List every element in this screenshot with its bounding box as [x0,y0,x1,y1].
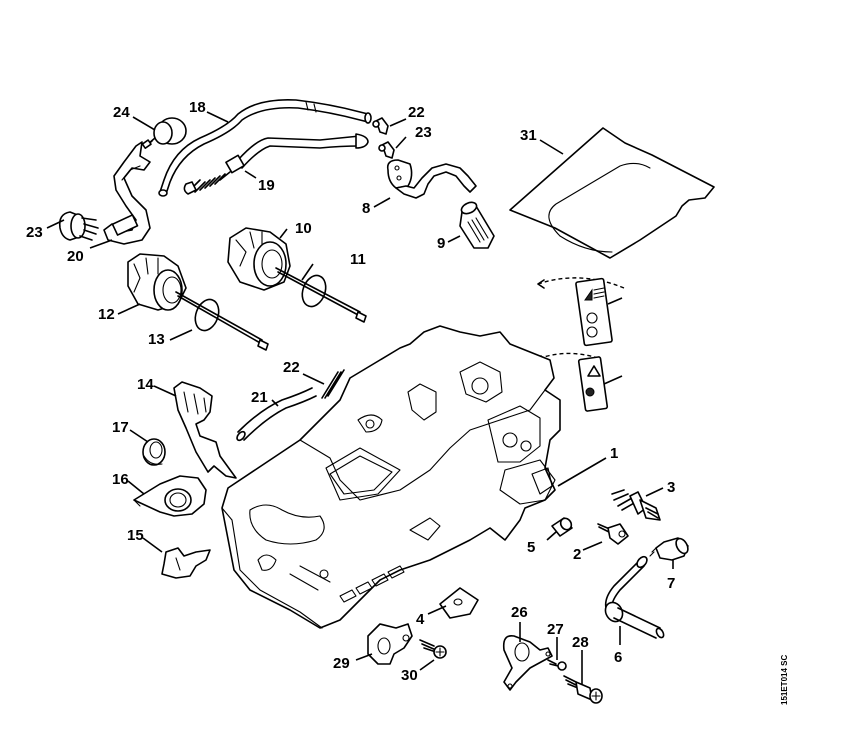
leader-decal-lower [603,375,623,385]
part-23b-elbow-connector[interactable] [378,141,395,159]
part-16-bearing-housing[interactable] [133,475,207,517]
label-1[interactable]: 1 [610,445,618,462]
label-7[interactable]: 7 [667,575,675,592]
part-13-o-ring[interactable] [191,296,223,334]
label-12[interactable]: 12 [98,306,115,323]
part-24-primer-valve[interactable] [58,211,99,241]
leader-lines [46,111,674,684]
label-20[interactable]: 20 [67,248,84,265]
part-20-hose-guide[interactable] [103,141,151,245]
label-11[interactable]: 11 [350,251,366,268]
part-4-buffer-plate[interactable] [439,587,479,619]
label-28[interactable]: 28 [572,634,589,651]
label-26[interactable]: 26 [511,604,528,621]
label-8[interactable]: 8 [362,200,370,217]
part-31-cover-plate[interactable] [509,127,715,259]
part-19-impulse-hose[interactable] [183,133,369,195]
label-15[interactable]: 15 [127,527,144,544]
part-23a-elbow-connector[interactable] [372,117,389,135]
label-27[interactable]: 27 [547,621,564,638]
label-4[interactable]: 4 [416,611,425,628]
part-2-stud[interactable] [597,523,629,545]
part-1-crankcase[interactable] [221,325,561,629]
part-8-fuel-hose-elbow[interactable] [386,159,477,199]
label-25[interactable]: 24 [113,104,130,121]
part-15-clip[interactable] [161,547,211,579]
part-10-oil-pump[interactable] [227,227,367,323]
leader-decal-upper [607,297,623,305]
label-16[interactable]: 16 [112,471,129,488]
label-22[interactable]: 22 [283,359,300,376]
label-14[interactable]: 14 [137,376,154,393]
label-23-lower[interactable]: 23 [415,124,432,141]
part-17-grommet[interactable] [142,438,166,466]
part-6-oil-pickup-tube[interactable] [602,555,665,639]
decal-arrow-upper [537,277,625,289]
label-6[interactable]: 6 [614,649,622,666]
part-14-bracket[interactable] [173,381,237,479]
label-30[interactable]: 30 [401,667,418,684]
part-7-valve[interactable] [649,537,690,561]
label-9[interactable]: 9 [437,235,445,252]
part-3-collar-stud[interactable] [611,489,661,521]
label-21[interactable]: 21 [251,389,268,406]
label-18[interactable]: 18 [189,99,206,116]
part-21-short-hose[interactable] [235,387,317,442]
part-25-primer-bulb[interactable] [141,117,187,149]
part-22-spring[interactable] [321,369,345,399]
part-28-collar-screw[interactable] [563,675,603,704]
part-11-o-ring[interactable] [298,272,330,310]
part-5-sleeve[interactable] [551,516,574,537]
label-5[interactable]: 5 [527,539,535,556]
label-2[interactable]: 2 [573,546,581,563]
label-24[interactable]: 23 [26,224,43,241]
part-12-oil-pump[interactable] [127,253,269,351]
label-31[interactable]: 31 [520,127,537,144]
part-26-chain-catcher[interactable] [502,634,553,691]
part-27-screw[interactable] [547,659,567,671]
warning-decal-lower[interactable] [577,356,609,412]
label-29[interactable]: 29 [333,655,350,672]
label-17[interactable]: 17 [112,419,129,436]
part-30-screw[interactable] [419,639,447,659]
label-23-upper[interactable]: 22 [408,104,425,121]
arrow-head-icon [537,279,545,289]
part-labels: 24 18 22 23 31 19 8 9 23 20 10 11 12 13 … [26,99,675,684]
drawing-code: 151ET014 SC [780,655,789,705]
part-9-fuel-pickup-filter[interactable] [459,200,495,249]
label-3[interactable]: 3 [667,479,675,496]
label-13[interactable]: 13 [148,331,165,348]
warning-decal-upper[interactable] [575,277,613,347]
part-18-fuel-hose[interactable] [158,98,372,197]
part-29-chain-catcher-bracket[interactable] [367,623,413,665]
label-19[interactable]: 19 [258,177,275,194]
label-10[interactable]: 10 [295,220,312,237]
